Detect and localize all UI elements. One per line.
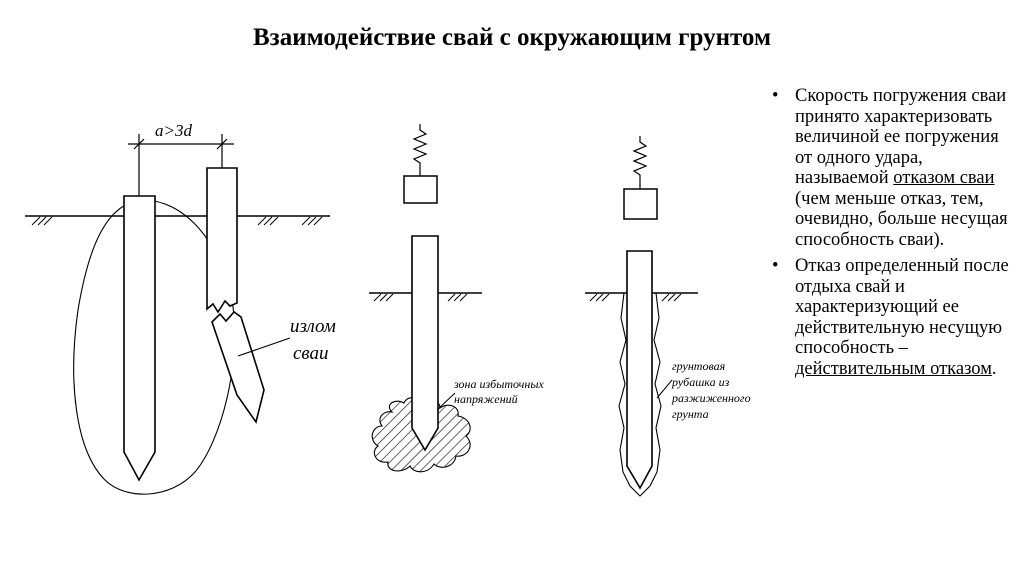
bullet-item-1: • Скорость погружения сваи принято характ… [770,86,1015,250]
pile-right [626,250,653,490]
bullet-2-text: Отказ определенный после отдыха свай и х… [795,256,1009,358]
bullet-2-term: действительным отказом [795,358,992,379]
pile-right-broken-part [211,310,265,424]
hammer-weight-3 [623,188,658,220]
pile-middle [411,235,439,452]
jacket-label-line3: разжиженного [671,391,751,405]
spring-3 [632,136,648,189]
figure-pile-interaction: a>3d излом сваи [25,121,336,495]
ground-hatch-1 [31,216,323,226]
figure-stress-zone: зона избыточных напряжений [369,124,544,473]
pile-left [123,195,156,482]
ground-hatch-2 [373,293,468,302]
break-leader [237,337,291,357]
stress-zone-label-line1: зона избыточных [453,377,544,391]
bullet-dot: • [772,256,779,276]
bullet-item-2: • Отказ определенный после отдыха свай и … [770,256,1015,379]
dimension-label: a>3d [155,121,192,140]
piles-diagram: a>3d излом сваи [25,121,751,497]
bullet-2-tail: . [991,358,997,379]
jacket-label-line2: рубашка из [671,375,730,389]
jacket-leader [656,379,673,399]
stress-zone-leader [436,392,456,411]
break-label-line2: сваи [293,343,329,364]
bullet-list: • Скорость погружения сваи принято характ… [770,86,1015,385]
figure-soil-jacket: грунтовая рубашка из разжиженного грунта [585,136,751,497]
slide-title: Взаимодействие свай с окружающим грунтом [253,24,771,51]
break-label-line1: излом [290,316,336,337]
pile-right-upper [206,167,238,314]
jacket-label-line1: грунтовая [672,359,726,373]
hammer-weight-2 [403,175,438,204]
bullet-dot: • [772,86,779,106]
bullet-1-tail: (чем меньше отказ, тем, очевидно, больше… [795,188,1008,250]
stress-zone-label-line2: напряжений [454,392,518,406]
bullet-1-text: Скорость погружения сваи принято характе… [795,86,1007,188]
jacket-label-line4: грунта [672,407,709,421]
soil-jacket [618,292,662,497]
dimension-a-3d [128,134,234,196]
bullet-1-term: отказом сваи [893,168,995,188]
ground-hatch-3 [589,293,682,302]
spring-2 [412,124,428,176]
